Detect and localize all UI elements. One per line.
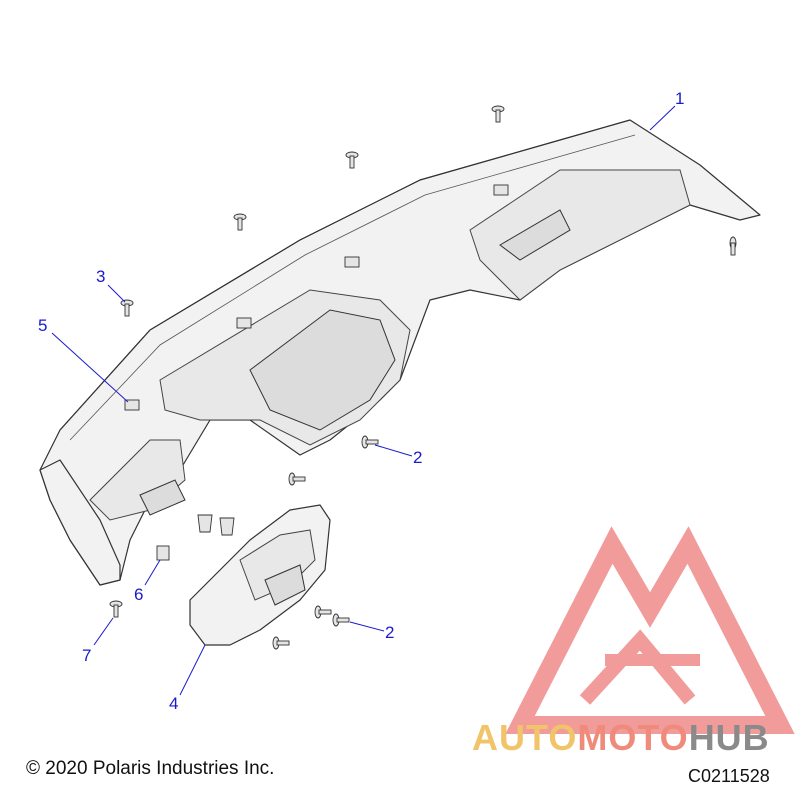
copyright-text: © 2020 Polaris Industries Inc. [26,758,274,779]
callout-3: 3 [96,267,105,286]
clip-nut-icon [124,184,509,561]
callout-2-upper: 2 [413,448,422,467]
callout-4: 4 [169,694,178,713]
leader-line-3 [107,284,126,303]
watermark-moto: MOTO [577,717,688,758]
fastener-screw-icon [491,105,505,123]
leader-line-4 [179,644,206,696]
lower-cover-part [189,504,331,646]
fastener-screw-icon [288,472,306,486]
leader-line-6 [144,559,161,586]
watermark-auto: AUTO [472,717,577,758]
fastener-screw-icon [345,151,359,169]
callout-2-lower: 2 [385,623,394,642]
fastener-screw-icon [272,636,290,650]
callout-1: 1 [675,89,684,108]
callout-6: 6 [134,585,143,604]
push-clip-icon [197,514,235,536]
leader-line-1 [649,105,676,131]
dash-panel-part [39,119,761,586]
callout-7: 7 [82,646,91,665]
watermark-text: AUTOMOTOHUB [472,717,770,758]
leader-line-2a [374,444,413,457]
leader-line-7 [93,617,114,646]
fastener-screw-icon [729,236,737,256]
drawing-code: C0211528 [688,766,770,786]
fastener-screw-icon [109,600,123,618]
watermark-logo-icon [505,526,795,734]
leader-line-2b [349,621,385,632]
fastener-screw-icon [361,435,379,449]
callout-5: 5 [38,316,47,335]
leader-line-5 [51,332,129,403]
watermark-hub: HUB [689,717,770,758]
fastener-screw-icon [314,605,350,627]
fastener-screw-icon [120,299,134,317]
fastener-screw-icon [233,213,247,231]
